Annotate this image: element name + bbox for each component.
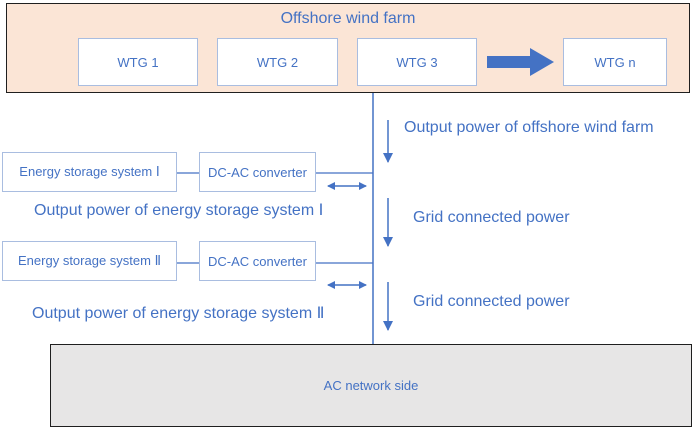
wtg-1-box: WTG 1: [78, 38, 198, 86]
wtg-n-box: WTG n: [563, 38, 667, 86]
ess2-output-label: Output power of energy storage system Ⅱ: [32, 305, 325, 322]
ac-network-side-box: AC network side: [50, 344, 692, 427]
wtg-2-box: WTG 2: [217, 38, 338, 86]
ess1-output-label: Output power of energy storage system Ⅰ: [34, 202, 324, 219]
dc-ac-converter-2-box: DC-AC converter: [199, 241, 316, 281]
grid-power-label-1: Grid connected power: [413, 209, 570, 226]
wtg-3-box: WTG 3: [357, 38, 477, 86]
grid-power-label-2: Grid connected power: [413, 293, 570, 310]
wtg-continuation-arrow: [487, 48, 554, 76]
farm-output-label: Output power of offshore wind farm: [404, 119, 654, 136]
dc-ac-converter-1-box: DC-AC converter: [199, 152, 316, 192]
wind-farm-title: Offshore wind farm: [280, 10, 416, 27]
energy-storage-system-2-box: Energy storage system Ⅱ: [2, 241, 177, 281]
energy-storage-system-1-box: Energy storage system Ⅰ: [2, 152, 177, 192]
